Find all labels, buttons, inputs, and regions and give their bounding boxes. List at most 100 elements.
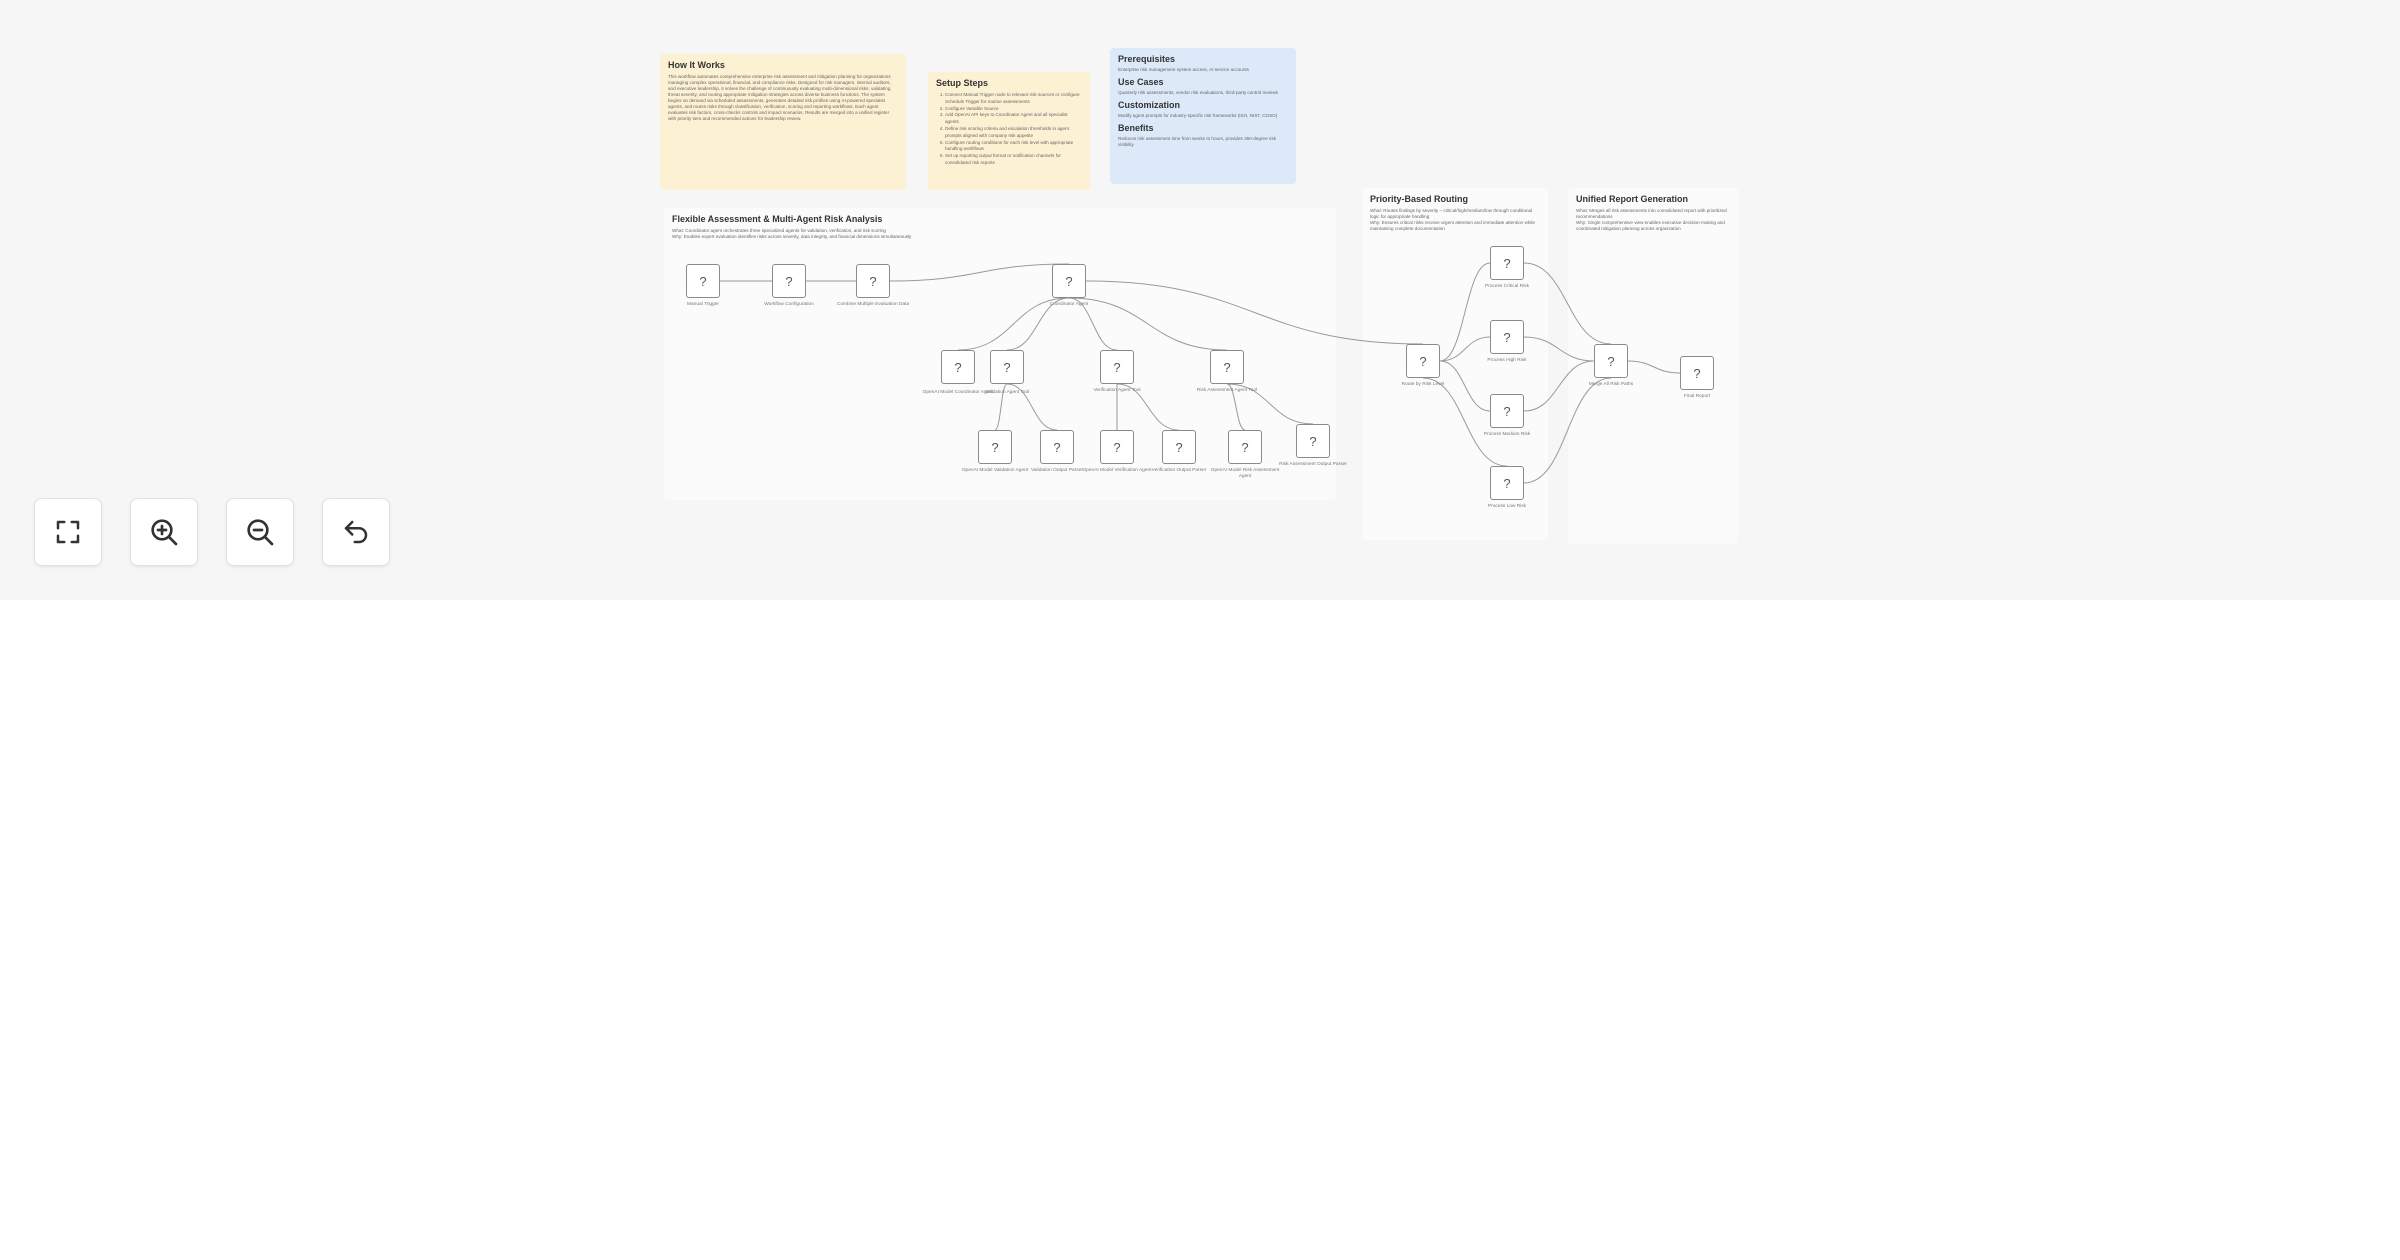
edge-coordinator-validation_tool	[1006, 297, 1070, 351]
node-workflow-configuration[interactable]: ?	[772, 264, 806, 298]
node-manual-trigger[interactable]: ?	[686, 264, 720, 298]
node-process-high-risk[interactable]: ?	[1490, 320, 1524, 354]
setup-steps-list: Connect Manual Trigger node to relevant …	[936, 92, 1082, 167]
node-verification-output-parser[interactable]: ?	[1162, 430, 1196, 464]
node-risk-output-parser[interactable]: ?	[1296, 424, 1330, 458]
node-final-report[interactable]: ?	[1680, 356, 1714, 390]
node-label: Combine Multiple Evaluation Data	[836, 302, 910, 307]
use-cases-body: Quarterly risk assessments, vendor risk …	[1118, 90, 1279, 95]
node-label: Process Critical Risk	[1485, 284, 1529, 289]
customization-body: Modify agent prompts for industry-specif…	[1118, 113, 1278, 118]
node-openai-coordinator[interactable]: ?	[941, 350, 975, 384]
node-process-critical-risk[interactable]: ?	[1490, 246, 1524, 280]
edge-validation_tool-openai_validation	[994, 383, 1008, 431]
edge-coordinator-risk_tool	[1068, 297, 1228, 351]
node-label: Process High Risk	[1487, 358, 1527, 363]
unified-report-title: Unified Report Generation	[1576, 194, 1689, 204]
node-label: OpenAI Model Risk Assessment Agent	[1210, 468, 1280, 479]
zoom-in-icon	[151, 519, 178, 546]
edge-risk_tool-openai_risk	[1226, 383, 1246, 431]
unified-report-what: What: Merges all risk assessments into c…	[1576, 208, 1727, 219]
edge-coordinator-verification_tool	[1068, 297, 1118, 351]
setup-step: Connect Manual Trigger node to relevant …	[945, 92, 1082, 106]
edge-route-critical	[1439, 262, 1491, 362]
edge-combine-coordinator	[889, 263, 1070, 282]
fit-view-button[interactable]	[34, 498, 102, 566]
node-label: Workflow Configuration	[764, 302, 814, 307]
unified-report-why: Why: Single comprehensive view enables e…	[1576, 220, 1725, 231]
zoom-out-button[interactable]	[226, 498, 294, 566]
benefits-title: Benefits	[1118, 123, 1154, 133]
edge-coordinator-route	[1085, 280, 1424, 345]
setup-step: Configure routing conditions for each ri…	[945, 140, 1082, 154]
node-risk-assessment-tool[interactable]: ?	[1210, 350, 1244, 384]
node-verification-agent-tool[interactable]: ?	[1100, 350, 1134, 384]
edge-verification_tool-verification_parser	[1116, 383, 1180, 431]
use-cases-title: Use Cases	[1118, 77, 1164, 87]
flexible-assessment-why: Why: Enables expert evaluation identifie…	[672, 234, 912, 239]
edge-merge-final	[1627, 360, 1681, 374]
zoom-in-button[interactable]	[130, 498, 198, 566]
node-label: Risk Assessment Agent Tool	[1196, 388, 1258, 393]
setup-steps-title: Setup Steps	[936, 78, 989, 88]
node-label: Verification Output Parser	[1151, 468, 1207, 473]
setup-step: Configure Variable Source	[945, 106, 1082, 113]
prerequisites-body: Enterprise risk management system access…	[1118, 67, 1249, 72]
node-label: Final Report	[1683, 394, 1711, 399]
node-label: OpenAI Model Validation Agent	[961, 468, 1029, 473]
zoom-out-icon	[247, 519, 274, 546]
how-it-works-note[interactable]: How It Works This workflow automates com…	[660, 54, 906, 190]
node-process-medium-risk[interactable]: ?	[1490, 394, 1524, 428]
node-validation-output-parser[interactable]: ?	[1040, 430, 1074, 464]
edge-low-merge	[1523, 377, 1612, 484]
node-label: Risk Assessment Output Parser	[1279, 462, 1347, 467]
node-openai-risk-assessment[interactable]: ?	[1228, 430, 1262, 464]
edge-critical-merge	[1523, 262, 1612, 345]
priority-routing-what: What: Routes findings by severity – crit…	[1370, 208, 1533, 219]
prerequisites-title: Prerequisites	[1118, 54, 1176, 64]
node-label: OpenAI Model Coordinator Agent	[922, 390, 994, 395]
node-label: Route by Risk Level	[1401, 382, 1445, 387]
edge-route-high	[1439, 336, 1491, 362]
node-label: Manual Trigger	[687, 302, 719, 307]
benefits-body: Reduces risk assessment time from weeks …	[1118, 136, 1277, 147]
node-coordinator-agent[interactable]: ?	[1052, 264, 1086, 298]
node-label: Coordinator Agent	[1049, 302, 1089, 307]
node-openai-verification[interactable]: ?	[1100, 430, 1134, 464]
node-combine-evaluation-data[interactable]: ?	[856, 264, 890, 298]
node-process-low-risk[interactable]: ?	[1490, 466, 1524, 500]
edge-validation_tool-validation_parser	[1006, 383, 1058, 431]
node-route-by-risk-level[interactable]: ?	[1406, 344, 1440, 378]
node-label: OpenAI Model Verification Agent	[1082, 468, 1152, 473]
node-merge-risk-paths[interactable]: ?	[1594, 344, 1628, 378]
node-openai-validation[interactable]: ?	[978, 430, 1012, 464]
flexible-assessment-title: Flexible Assessment & Multi-Agent Risk A…	[672, 214, 883, 224]
undo-icon	[344, 520, 368, 544]
how-it-works-title: How It Works	[668, 60, 725, 70]
flexible-assessment-what: What: Coordinator agent orchestrates thr…	[672, 228, 886, 233]
edge-coordinator-openai_coord	[957, 297, 1070, 351]
edge-route-low	[1422, 377, 1508, 467]
setup-step: Add OpenAI API keys to Coordinator Agent…	[945, 112, 1082, 126]
node-validation-agent-tool[interactable]: ?	[990, 350, 1024, 384]
node-label: Verification Agent Tool	[1093, 388, 1141, 393]
customization-title: Customization	[1118, 100, 1180, 110]
node-label: Validation Output Parser	[1031, 468, 1083, 473]
node-label: Merge All Risk Paths	[1588, 382, 1634, 387]
workflow-canvas[interactable]: How It Works This workflow automates com…	[0, 0, 2400, 600]
how-it-works-body: This workflow automates comprehensive en…	[668, 74, 891, 121]
priority-routing-why: Why: Ensures critical risks receive urge…	[1370, 220, 1535, 231]
edge-medium-merge	[1523, 360, 1595, 412]
fullscreen-icon	[56, 520, 80, 544]
node-label: Validation Agent Tool	[984, 390, 1030, 395]
info-note[interactable]: Prerequisites Enterprise risk management…	[1110, 48, 1296, 184]
edge-route-medium	[1439, 360, 1491, 412]
setup-steps-note[interactable]: Setup Steps Connect Manual Trigger node …	[928, 72, 1090, 190]
edge-high-merge	[1523, 336, 1595, 362]
node-label: Process Medium Risk	[1483, 432, 1531, 437]
edge-risk_tool-risk_parser	[1226, 383, 1314, 425]
reset-zoom-button[interactable]	[322, 498, 390, 566]
priority-routing-title: Priority-Based Routing	[1370, 194, 1469, 204]
node-label: Process Low Risk	[1487, 504, 1527, 509]
setup-step: Set up reporting output format or notifi…	[945, 153, 1082, 167]
